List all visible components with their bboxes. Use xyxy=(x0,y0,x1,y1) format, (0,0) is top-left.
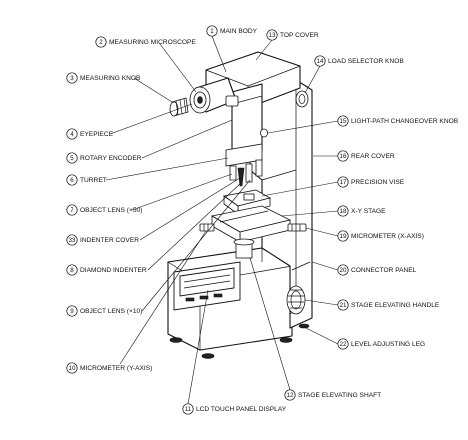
svg-text:15: 15 xyxy=(340,118,347,125)
callout-indenter-cover: 33 INDENTER COVER xyxy=(66,177,241,246)
svg-text:OBJECT LENS (×50): OBJECT LENS (×50) xyxy=(80,207,142,214)
svg-text:12: 12 xyxy=(287,392,294,399)
connector-panel xyxy=(291,261,311,271)
callout-load-selector-knob: 14 LOAD SELECTOR KNOB xyxy=(304,55,404,94)
svg-text:LOAD SELECTOR KNOB: LOAD SELECTOR KNOB xyxy=(328,58,404,65)
svg-text:5: 5 xyxy=(70,155,74,162)
svg-text:21: 21 xyxy=(340,302,347,309)
svg-text:19: 19 xyxy=(340,233,347,240)
light-path-changeover-knob xyxy=(260,128,268,138)
precision-vise xyxy=(223,189,272,215)
callout-measuring-knob: 3 MEASURING KNOB xyxy=(66,72,173,103)
svg-text:16: 16 xyxy=(340,153,347,160)
svg-text:X-Y STAGE: X-Y STAGE xyxy=(351,208,386,215)
callout-micrometer-y-axis: 10 MICROMETER (Y-AXIS) xyxy=(66,230,207,374)
svg-text:LEVEL ADJUSTING LEG: LEVEL ADJUSTING LEG xyxy=(351,341,425,348)
svg-text:1: 1 xyxy=(210,28,214,35)
svg-text:OBJECT LENS (×10): OBJECT LENS (×10) xyxy=(80,308,142,315)
svg-text:MEASURING KNOB: MEASURING KNOB xyxy=(80,75,141,82)
xy-stage xyxy=(210,205,292,243)
callout-rotary-encoder: 5 ROTARY ENCODER xyxy=(66,119,233,164)
svg-text:7: 7 xyxy=(70,207,74,214)
svg-text:TOP COVER: TOP COVER xyxy=(280,32,319,39)
callout-measuring-microscope: 2 MEASURING MICROSCOPE xyxy=(95,36,196,93)
svg-text:20: 20 xyxy=(340,267,347,274)
svg-text:DIAMOND INDENTER: DIAMOND INDENTER xyxy=(80,267,147,274)
svg-text:9: 9 xyxy=(70,308,74,315)
svg-text:10: 10 xyxy=(69,365,76,372)
svg-text:11: 11 xyxy=(185,406,192,413)
svg-text:EYEPIECE: EYEPIECE xyxy=(80,131,114,138)
lcd-touch-panel xyxy=(173,261,241,311)
callout-connector-panel: 20 CONNECTOR PANEL xyxy=(311,261,417,276)
svg-text:MEASURING MICROSCOPE: MEASURING MICROSCOPE xyxy=(109,39,196,46)
callout-xy-stage: 18 X-Y STAGE xyxy=(281,205,386,217)
svg-text:14: 14 xyxy=(317,58,324,65)
svg-text:8: 8 xyxy=(70,267,74,274)
measuring-microscope xyxy=(189,77,239,114)
svg-text:17: 17 xyxy=(340,179,347,186)
callout-object-lens-x10: 9 OBJECT LENS (×10) xyxy=(66,179,251,317)
callout-object-lens-x50: 7 OBJECT LENS (×50) xyxy=(66,173,233,216)
callout-top-cover: 13 TOP COVER xyxy=(255,29,319,61)
svg-text:22: 22 xyxy=(340,341,347,348)
svg-text:6: 6 xyxy=(70,177,74,184)
callout-level-adjusting-leg: 22 LEVEL ADJUSTING LEG xyxy=(305,327,425,350)
callout-stage-elevating-handle: 21 STAGE ELEVATING HANDLE xyxy=(304,299,440,311)
callout-diamond-indenter: 8 DIAMOND INDENTER xyxy=(66,181,243,276)
callout-precision-vise: 17 PRECISION VISE xyxy=(261,176,405,197)
svg-text:33: 33 xyxy=(69,237,76,244)
callout-light-path-changeover-knob: 15 LIGHT-PATH CHANGEOVER KNOB xyxy=(267,115,459,134)
level-adjusting-legs xyxy=(169,323,310,359)
callout-rear-cover: 16 REAR COVER xyxy=(313,150,395,162)
svg-text:MAIN BODY: MAIN BODY xyxy=(220,28,258,35)
callout-lcd-touch-panel-display: 11 LCD TOUCH PANEL DISPLAY xyxy=(182,289,287,415)
svg-text:LIGHT-PATH CHANGEOVER KNOB: LIGHT-PATH CHANGEOVER KNOB xyxy=(351,118,459,125)
stage-elevating-handle xyxy=(286,285,306,315)
svg-text:INDENTER COVER: INDENTER COVER xyxy=(80,237,139,244)
stage-elevating-shaft xyxy=(233,238,255,259)
callout-micrometer-x-axis: 19 MICROMETER (X-AXIS) xyxy=(305,227,424,242)
turret xyxy=(225,143,263,187)
svg-text:LCD TOUCH PANEL DISPLAY: LCD TOUCH PANEL DISPLAY xyxy=(196,406,287,413)
svg-text:REAR COVER: REAR COVER xyxy=(351,153,395,160)
svg-text:CONNECTOR PANEL: CONNECTOR PANEL xyxy=(351,267,417,274)
svg-text:ROTARY ENCODER: ROTARY ENCODER xyxy=(80,155,142,162)
micrometer-y-axis xyxy=(199,223,215,232)
callout-main-body: 1 MAIN BODY xyxy=(206,25,258,73)
micrometer-x-axis xyxy=(287,223,307,232)
load-selector-knob xyxy=(295,90,309,108)
svg-text:3: 3 xyxy=(70,75,74,82)
svg-text:PRECISION VISE: PRECISION VISE xyxy=(351,179,405,186)
svg-text:MICROMETER (X-AXIS): MICROMETER (X-AXIS) xyxy=(351,233,424,240)
svg-text:MICROMETER (Y-AXIS): MICROMETER (Y-AXIS) xyxy=(80,365,152,372)
callout-turret: 6 TURRET xyxy=(66,157,229,186)
svg-text:STAGE ELEVATING HANDLE: STAGE ELEVATING HANDLE xyxy=(351,302,440,309)
svg-text:2: 2 xyxy=(99,39,103,46)
svg-text:18: 18 xyxy=(340,208,347,215)
svg-text:4: 4 xyxy=(70,131,74,138)
svg-text:13: 13 xyxy=(269,32,276,39)
callout-eyepiece: 4 EYEPIECE xyxy=(66,103,193,140)
machine-illustration xyxy=(167,51,313,359)
svg-text:STAGE ELEVATING SHAFT: STAGE ELEVATING SHAFT xyxy=(298,392,381,399)
callout-stage-elevating-shaft: 12 STAGE ELEVATING SHAFT xyxy=(249,257,381,401)
svg-text:TURRET: TURRET xyxy=(80,177,107,184)
measuring-knob xyxy=(169,97,189,117)
